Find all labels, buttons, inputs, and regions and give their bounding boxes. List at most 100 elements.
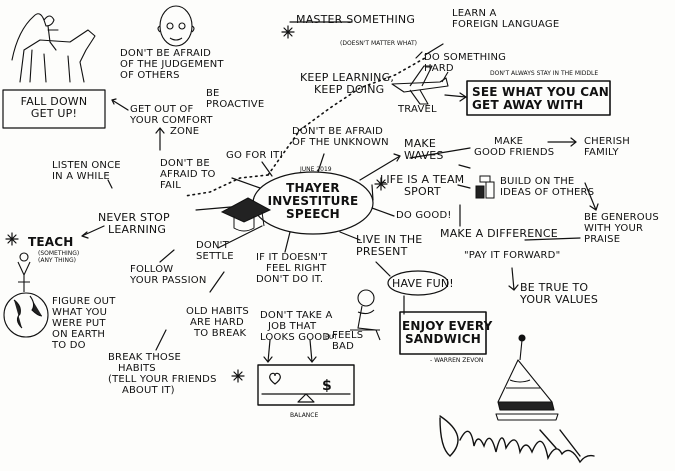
- break-line-1: BREAK THOSE: [108, 352, 182, 363]
- signature: [439, 415, 595, 464]
- follow-passion: FOLLOW YOUR PASSION: [130, 264, 207, 286]
- passion-line-2: YOUR PASSION: [130, 275, 207, 286]
- generous-line-3: PRAISE: [584, 234, 621, 245]
- go-for-it: GO FOR IT!: [226, 150, 284, 161]
- feel-line-3: DON'T DO IT.: [256, 274, 324, 285]
- passion-line-1: FOLLOW: [130, 264, 174, 275]
- make-good-friends: MAKE GOOD FRIENDS: [474, 136, 554, 158]
- judgement-line-1: DON'T BE AFRAID: [120, 48, 212, 59]
- arrow-make-waves: [359, 155, 401, 181]
- waves-line-1: MAKE: [404, 137, 436, 150]
- doesnt-matter: (DOESN'T MATTER WHAT): [340, 40, 417, 47]
- be-true-values: BE TRUE TO YOUR VALUES: [520, 282, 598, 306]
- learn-language-line-2: FOREIGN LANGUAGE: [452, 19, 560, 30]
- arrow-life-team: [371, 184, 374, 201]
- center-title-line-1: THAYER: [286, 181, 340, 195]
- team-line-2: SPORT: [404, 185, 441, 198]
- old-habits-line-1: OLD HABITS: [186, 306, 249, 317]
- do-something-hard-line-1: DO SOMETHING: [424, 52, 507, 63]
- old-habits-line-3: TO BREAK: [194, 328, 247, 339]
- star-4: [281, 25, 295, 39]
- keep-learning-line-1: KEEP LEARNING,: [300, 71, 395, 84]
- do-good: DO GOOD!: [396, 210, 452, 221]
- build-on-ideas: BUILD ON THE IDEAS OF OTHERS: [500, 176, 594, 198]
- travel: TRAVEL: [398, 104, 437, 115]
- job-line-1: DON'T TAKE A: [260, 310, 333, 321]
- present-line-2: PRESENT: [356, 245, 408, 258]
- dont-be-afraid-unknown: DON'T BE AFRAID OF THE UNKNOWN: [292, 126, 389, 148]
- globe-with-figure-icon: [3, 252, 49, 338]
- job-line-2: JOB THAT: [268, 321, 317, 332]
- arrow-go-for-it: [261, 161, 273, 177]
- job-line-3: LOOKS GOOD: [260, 332, 331, 343]
- balance-box: [257, 364, 355, 406]
- fail-line-2: AFRAID TO: [160, 169, 216, 180]
- arrow-break: [155, 329, 167, 351]
- fall-down: FALL DOWN GET UP!: [8, 96, 100, 120]
- feels-bad: FEELS BAD: [332, 330, 363, 352]
- old-habits: OLD HABITS ARE HARD TO BREAK: [186, 306, 249, 339]
- arrow-fail: [231, 177, 261, 189]
- see-what-box: [466, 80, 611, 116]
- fall-down-line-2: GET UP!: [30, 107, 78, 120]
- team-line-1: LIFE IS A TEAM: [380, 173, 465, 186]
- settle-line-2: SETTLE: [196, 251, 234, 262]
- fail-line-1: DON'T BE: [160, 158, 210, 169]
- get-out-comfort: GET OUT OF YOUR COMFORT ZONE: [130, 104, 213, 137]
- do-something-hard-line-2: HARD: [424, 63, 454, 74]
- arrow-do-good: [371, 207, 395, 217]
- friends-line-1: MAKE: [494, 136, 524, 147]
- listen-line-1: LISTEN ONCE: [52, 160, 121, 171]
- fail-line-3: FAIL: [160, 180, 181, 191]
- cherish-line-1: CHERISH: [584, 136, 630, 147]
- generous-line-2: WITH YOUR: [584, 223, 644, 234]
- live-in-present: LIVE IN THE PRESENT: [356, 234, 422, 258]
- waves-line-2: WAVES: [404, 149, 444, 162]
- teach-something: (SOMETHING) (ANY THING): [38, 250, 79, 264]
- build-line-2: IDEAS OF OTHERS: [500, 187, 595, 198]
- arrow-dont-settle: [217, 225, 263, 249]
- enjoy-every-sandwich: ENJOY EVERY SANDWICH: [402, 320, 492, 346]
- heart-icon: [269, 372, 281, 385]
- judgement-line-2: OF THE JUDGEMENT: [120, 59, 224, 70]
- never-stop-line-2: LEARNING: [108, 223, 167, 236]
- dont-be-afraid-judgement: DON'T BE AFRAID OF THE JUDGEMENT OF OTHE…: [120, 48, 224, 81]
- dotted-path: [267, 57, 426, 176]
- dollar-sign-icon: $: [322, 378, 332, 394]
- feel-line-1: IF IT DOESN'T: [256, 252, 328, 263]
- present-line-1: LIVE IN THE: [356, 233, 423, 246]
- true-line-1: BE TRUE TO: [520, 281, 589, 294]
- fall-down-box: [2, 89, 106, 129]
- arrow-live-present: [339, 231, 361, 241]
- judgement-line-3: OF OTHERS: [120, 70, 180, 81]
- arrow-language: [424, 43, 444, 56]
- get-out-line-2: YOUR COMFORT: [130, 115, 213, 126]
- listen-line-2: IN A WHILE: [52, 171, 110, 182]
- if-doesnt-feel-right: IF IT DOESN'T FEEL RIGHT DON'T DO IT.: [256, 252, 327, 285]
- break-line-2: HABITS: [118, 363, 156, 374]
- break-line-4: ABOUT IT): [122, 385, 175, 396]
- arrow-follow: [159, 249, 175, 263]
- cherish-family: CHERISH FAMILY: [584, 136, 630, 158]
- teach: TEACH: [28, 235, 74, 249]
- mortarboard-icon: [220, 197, 272, 232]
- arrow-unknown: [317, 153, 325, 173]
- build-line-1: BUILD ON THE: [500, 176, 575, 187]
- teach-sub-line-2: (ANY THING): [38, 257, 76, 264]
- dont-always-stay: DON'T ALWAYS STAY IN THE MIDDLE: [490, 70, 599, 77]
- make-difference: MAKE A DIFFERENCE: [440, 227, 558, 240]
- never-stop-line-1: NEVER STOP: [98, 211, 170, 224]
- sandwich-icon: [495, 334, 559, 421]
- cherish-line-2: FAMILY: [584, 147, 619, 158]
- have-fun-oval: [387, 270, 449, 296]
- bald-man-head-icon: [157, 5, 195, 47]
- learn-language: LEARN A FOREIGN LANGUAGE: [452, 8, 559, 30]
- have-fun: HAVE FUN!: [392, 277, 454, 290]
- dont-take-job: DON'T TAKE A JOB THAT LOOKS GOOD: [260, 310, 333, 343]
- proactive-line-2: PROACTIVE: [206, 99, 265, 110]
- feels-bad-line-1: FEELS: [332, 330, 364, 341]
- see-what-line-1: SEE WHAT YOU CAN: [472, 85, 609, 99]
- dont-settle: DON'T SETTLE: [196, 240, 234, 262]
- see-what-line-2: GET AWAY WITH: [472, 98, 584, 112]
- figure-line-3: WERE PUT: [52, 318, 106, 329]
